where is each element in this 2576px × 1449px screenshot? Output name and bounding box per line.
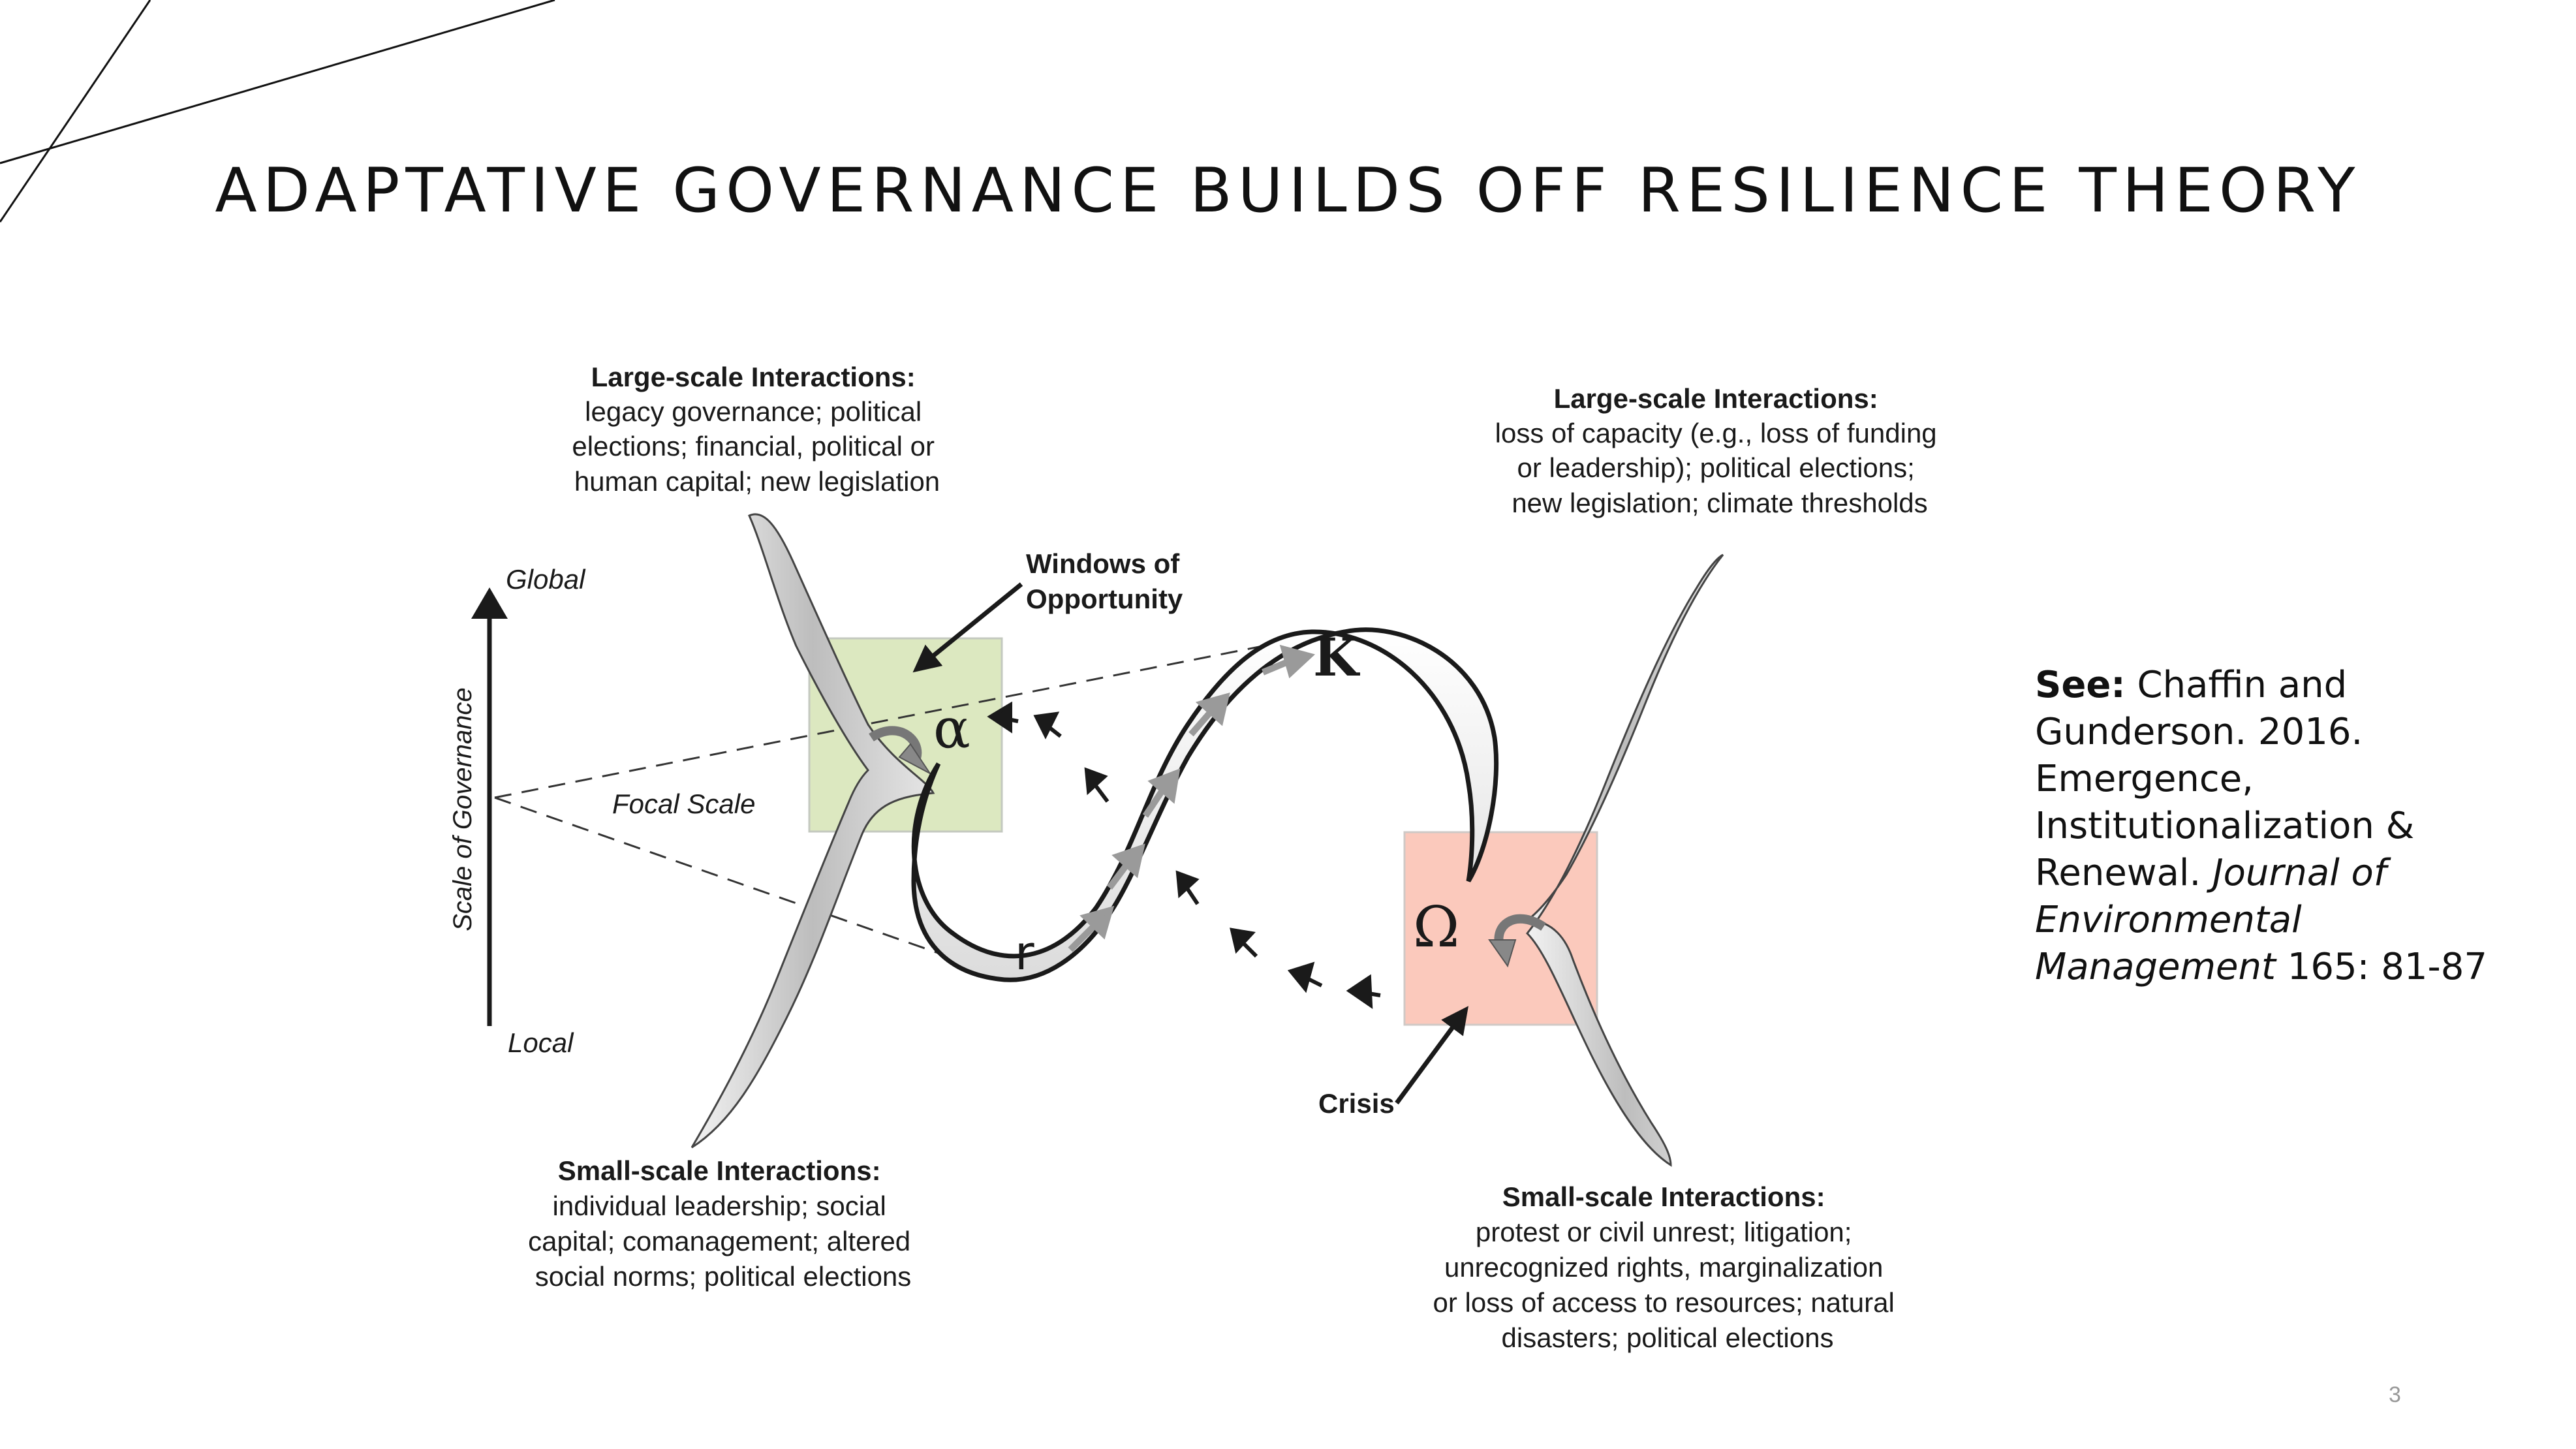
small-right-line: protest or civil unrest; litigation; <box>1476 1217 1852 1247</box>
small-left-line: social norms; political elections <box>535 1261 912 1292</box>
citation: See: Chaffin and Gunderson. 2016. Emerge… <box>2035 662 2531 991</box>
large-right-heading: Large-scale Interactions: <box>1554 383 1878 414</box>
focal-dashed-upper <box>494 637 1303 799</box>
crisis-pointer-arrow <box>1395 1006 1468 1105</box>
small-left-line: individual leadership; social <box>553 1191 886 1221</box>
large-right-line: loss of capacity (e.g., loss of funding <box>1495 418 1937 448</box>
axis-bottom-label: Local <box>508 1027 574 1058</box>
back-loop-arrows <box>987 701 1381 1009</box>
alpha-symbol: α <box>933 696 970 760</box>
corner-decoration <box>0 0 555 223</box>
large-right-line: new legislation; climate thresholds <box>1512 488 1927 518</box>
svg-text:Large-scale Interactions:: Large-scale Interactions: loss of capaci… <box>1495 383 1945 518</box>
small-right-line: or loss of access to resources; natural <box>1433 1287 1895 1318</box>
windows-label-line1: Windows of <box>1026 548 1180 579</box>
axis-title: Scale of Governance <box>448 687 477 931</box>
r-symbol: r <box>1015 926 1034 980</box>
large-left-line: legacy governance; political <box>585 396 922 427</box>
slide-title: ADAPTATIVE GOVERNANCE BUILDS OFF RESILIE… <box>215 155 2361 226</box>
exploitation-flow-arrows <box>1068 644 1316 952</box>
svg-text:Small-scale Interactions:: Small-scale Interactions: individual lea… <box>528 1155 918 1292</box>
omega-curl-arrowhead <box>1488 939 1517 968</box>
adaptive-cycle-band <box>911 627 1499 982</box>
large-left-heading: Large-scale Interactions: <box>591 362 916 392</box>
axis-top-label: Global <box>506 564 586 595</box>
citation-pages: 165: 81-87 <box>2287 946 2487 988</box>
omega-symbol: Ω <box>1413 895 1459 960</box>
left-interaction-ribbon <box>691 513 935 1149</box>
windows-label-line2: Opportunity <box>1026 584 1183 614</box>
crisis-label: Crisis <box>1318 1088 1395 1119</box>
small-right-line: unrecognized rights, marginalization <box>1444 1252 1883 1283</box>
svg-text:Large-scale Interactions:: Large-scale Interactions: legacy governa… <box>572 362 942 497</box>
citation-journal: Journal of Environmental Management <box>2035 852 2387 988</box>
small-left-line: capital; comanagement; altered <box>528 1226 910 1256</box>
svg-text:Small-scale Interactions:: Small-scale Interactions: protest or civ… <box>1433 1181 1902 1353</box>
small-right-heading: Small-scale Interactions: <box>1502 1181 1825 1212</box>
small-right-line: disasters; political elections <box>1502 1322 1834 1353</box>
alpha-curl-arrowhead <box>898 743 931 774</box>
windows-pointer-arrow <box>912 582 1023 673</box>
focal-scale-label: Focal Scale <box>612 788 755 819</box>
scale-axis-arrowhead <box>471 587 508 619</box>
citation-authors: Chaffin and Gunderson. 2016. Emergence, … <box>2035 664 2415 894</box>
large-right-line: or leadership); political elections; <box>1517 452 1915 483</box>
large-left-line: elections; financial, political or <box>572 431 935 461</box>
small-left-heading: Small-scale Interactions: <box>558 1155 881 1186</box>
kappa-symbol: K <box>1313 627 1360 688</box>
right-interaction-ribbon <box>1524 553 1724 1167</box>
large-left-line: human capital; new legislation <box>574 466 940 497</box>
citation-see: See: <box>2035 664 2126 706</box>
slide-number: 3 <box>2389 1382 2401 1407</box>
